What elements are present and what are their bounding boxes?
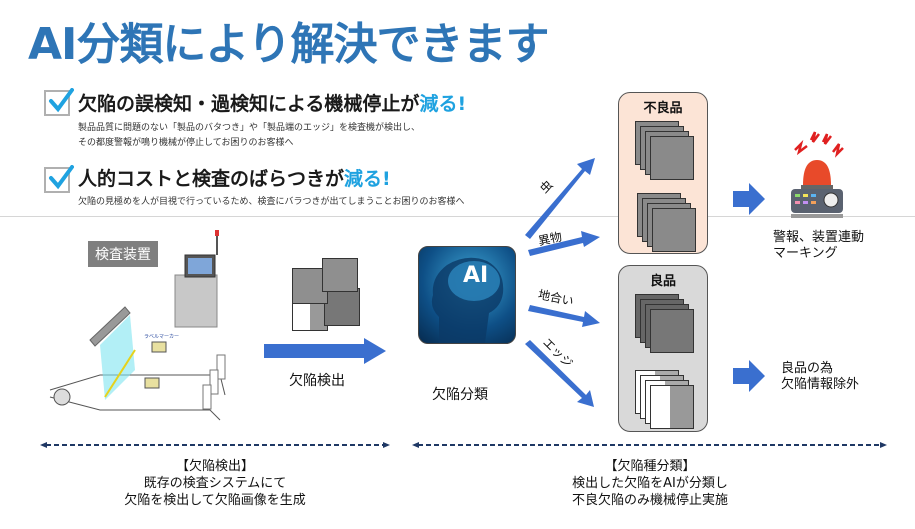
- result-line: 欠陥情報除外: [781, 377, 860, 392]
- arrow-foreign-icon: [528, 231, 600, 256]
- arrow-right-icon: [733, 183, 765, 215]
- section-title: 【欠陥検出】: [175, 459, 254, 474]
- checkbox-icon: [44, 88, 74, 116]
- section-line: 欠陥を検出して欠陥画像を生成: [124, 493, 306, 508]
- good-group: 良品: [618, 265, 708, 432]
- desc-line: 製品品質に問題のない「製品のバタつき」や「製品端のエッジ」を検査機が検出し、: [78, 123, 421, 133]
- step-classify-label: 欠陥分類: [432, 387, 488, 403]
- arrow-right-icon: [264, 338, 386, 364]
- section-title: 【欠陥種分類】: [604, 459, 696, 474]
- benefit-heading-text: 欠陥の誤検知・過検知による機械停止が: [78, 93, 420, 115]
- defective-group: 不良品: [618, 92, 708, 254]
- ai-icon-text: AI: [463, 263, 489, 288]
- arrow-texture-icon: [528, 305, 600, 327]
- result-line: 警報、装置連動: [773, 230, 865, 245]
- section-line: 既存の検査システムにて: [143, 476, 287, 491]
- span-detect-arrow: [40, 442, 390, 448]
- defective-result: 警報、装置連動 マーキング: [773, 230, 864, 262]
- label-marker-text: ラベルマーカー: [144, 334, 179, 340]
- arrow-right-icon: [733, 360, 765, 392]
- benefit-highlight: 減る!: [419, 93, 467, 115]
- good-title: 良品: [649, 274, 676, 289]
- arrow-edge-icon: [525, 340, 594, 407]
- defect-images: [292, 258, 362, 333]
- benefit-heading-1: 欠陥の誤検知・過検知による機械停止が減る!: [78, 89, 466, 116]
- classification-arrows: [525, 158, 600, 407]
- desc-line: その都度警報が鳴り機械が停止してお困りのお客様へ: [78, 138, 294, 148]
- benefit-heading-text: 人的コストと検査のばらつきが: [78, 168, 345, 190]
- defective-title: 不良品: [643, 101, 683, 116]
- desc-line: 欠陥の見極めを人が目視で行っているため、検査にバラつきが出てしまうことお困りのお…: [78, 197, 465, 207]
- alarm-light-icon: [791, 131, 844, 218]
- benefit-heading-2: 人的コストと検査のばらつきが減る!: [78, 164, 391, 191]
- inspection-device-label: 検査装置: [88, 241, 158, 267]
- section-classify: 【欠陥種分類】 検出した欠陥をAIが分類し 不良欠陥のみ機械停止実施: [530, 458, 770, 509]
- step-detect-label: 欠陥検出: [289, 373, 345, 389]
- result-line: マーキング: [773, 246, 838, 261]
- span-classify-arrow: [412, 442, 887, 448]
- section-detect: 【欠陥検出】 既存の検査システムにて 欠陥を検出して欠陥画像を生成: [90, 458, 340, 509]
- ai-brain-icon: AI: [418, 246, 516, 344]
- page-title: AI分類により解決できます: [28, 19, 550, 70]
- result-line: 良品の為: [781, 361, 834, 376]
- benefit-desc-1: 製品品質に問題のない「製品のバタつき」や「製品端のエッジ」を検査機が検出し、 そ…: [78, 121, 420, 151]
- benefit-desc-2: 欠陥の見極めを人が目視で行っているため、検査にバラつきが出てしまうことお困りのお…: [78, 195, 465, 210]
- arrow-insect-icon: [525, 158, 595, 239]
- section-line: 検出した欠陥をAIが分類し: [572, 476, 728, 491]
- benefit-highlight: 減る!: [344, 168, 391, 190]
- checkbox-icon: [44, 165, 74, 193]
- divider: [0, 216, 915, 217]
- inspection-device-illustration: ラベルマーカー: [49, 230, 226, 421]
- section-line: 不良欠陥のみ機械停止実施: [571, 493, 728, 508]
- good-result: 良品の為 欠陥情報除外: [781, 361, 859, 393]
